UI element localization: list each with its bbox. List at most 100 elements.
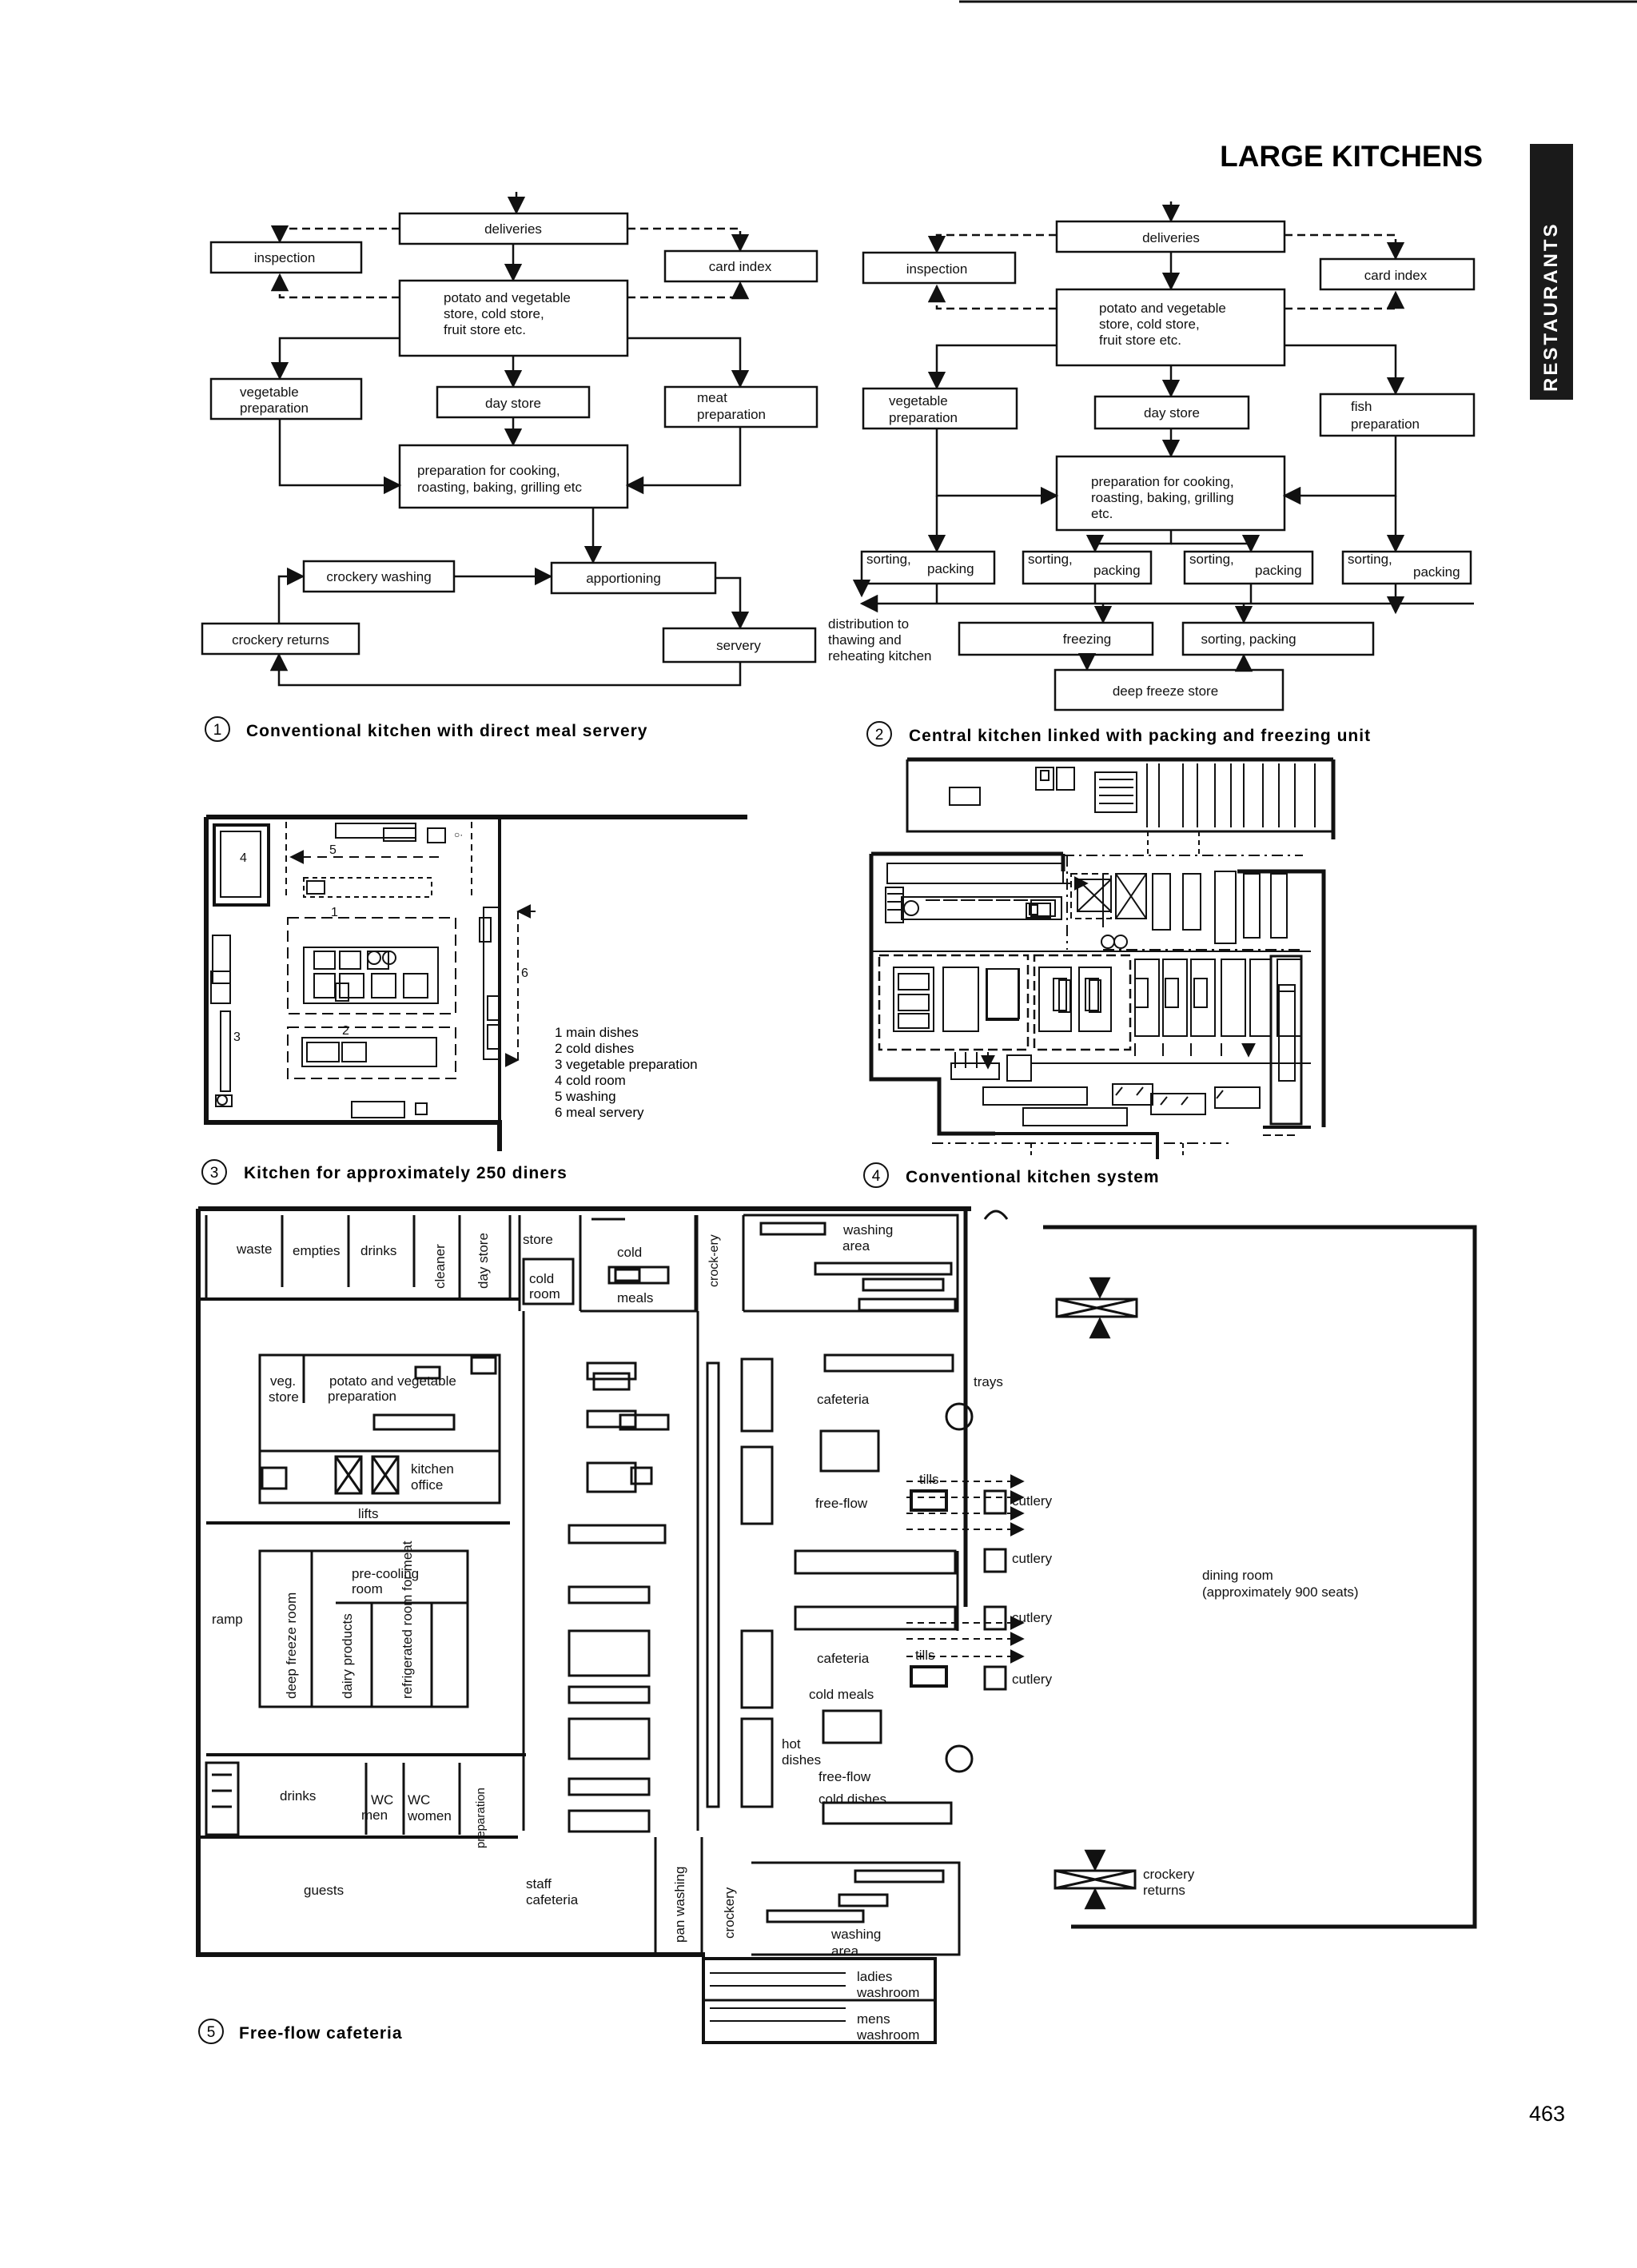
svg-text:reheating kitchen: reheating kitchen bbox=[828, 648, 931, 664]
box-prep-cooking bbox=[398, 444, 629, 509]
svg-text:deliveries: deliveries bbox=[484, 221, 542, 237]
svg-text:hot: hot bbox=[782, 1736, 801, 1752]
svg-text:Central kitchen linked with pa: Central kitchen linked with packing and … bbox=[909, 727, 1371, 745]
svg-text:preparation: preparation bbox=[697, 407, 766, 422]
svg-text:cold dishes: cold dishes bbox=[818, 1792, 886, 1807]
svg-text:1: 1 bbox=[213, 722, 222, 739]
svg-text:dining room: dining room bbox=[1202, 1568, 1273, 1583]
svg-text:Kitchen for approximately 250: Kitchen for approximately 250 diners bbox=[244, 1164, 568, 1182]
svg-text:(approximately 900 seats): (approximately 900 seats) bbox=[1202, 1584, 1359, 1600]
svg-text:day store: day store bbox=[476, 1233, 491, 1289]
svg-text:2: 2 bbox=[342, 1024, 349, 1038]
figure-5-caption: 5 Free-flow cafeteria bbox=[198, 2019, 403, 2044]
svg-text:dishes: dishes bbox=[782, 1752, 821, 1768]
svg-text:cold: cold bbox=[529, 1271, 554, 1286]
figure-3-legend: 1 main dishes 2 cold dishes 3 vegetable … bbox=[555, 1025, 698, 1120]
figure-1-caption: 1 Conventional kitchen with direct meal … bbox=[205, 716, 647, 742]
svg-text:servery: servery bbox=[716, 638, 761, 653]
figure-2-flowchart: deliveries inspection card index potato … bbox=[828, 201, 1476, 711]
svg-text:roasting, baking, grilling etc: roasting, baking, grilling etc bbox=[417, 480, 583, 495]
svg-text:roasting, baking, grilling: roasting, baking, grilling bbox=[1091, 490, 1234, 505]
svg-text:Free-flow cafeteria: Free-flow cafeteria bbox=[239, 2024, 403, 2043]
svg-text:packing: packing bbox=[1255, 563, 1302, 578]
svg-text:staff: staff bbox=[526, 1876, 552, 1891]
svg-text:5: 5 bbox=[207, 2024, 216, 2041]
svg-text:preparation: preparation bbox=[328, 1389, 396, 1404]
svg-text:vegetable: vegetable bbox=[889, 393, 948, 409]
svg-text:preparation for cooking,: preparation for cooking, bbox=[417, 463, 560, 478]
svg-text:men: men bbox=[361, 1808, 388, 1823]
svg-text:6: 6 bbox=[521, 967, 528, 980]
svg-text:washing: washing bbox=[842, 1222, 893, 1238]
svg-text:freezing: freezing bbox=[1063, 632, 1111, 647]
section-tab-label: RESTAURANTS bbox=[1540, 221, 1562, 392]
svg-text:empties: empties bbox=[293, 1243, 341, 1258]
svg-text:ladies: ladies bbox=[857, 1969, 892, 1984]
svg-text:kitchen: kitchen bbox=[411, 1461, 454, 1477]
svg-text:fish: fish bbox=[1351, 399, 1372, 414]
svg-text:lifts: lifts bbox=[358, 1506, 379, 1521]
svg-text:tills: tills bbox=[915, 1648, 935, 1663]
svg-text:drinks: drinks bbox=[360, 1243, 396, 1258]
svg-text:cafeteria: cafeteria bbox=[817, 1651, 870, 1666]
svg-text:deliveries: deliveries bbox=[1142, 230, 1200, 245]
figure-1-flowchart: deliveries inspection card index potato … bbox=[201, 192, 818, 687]
figure-4-floor-plan bbox=[869, 757, 1336, 1159]
svg-text:distribution to: distribution to bbox=[828, 616, 909, 632]
svg-text:preparation: preparation bbox=[889, 410, 958, 425]
svg-text:meals: meals bbox=[617, 1290, 653, 1305]
figure-5-floor-plan: waste empties drinks cleaner day store s… bbox=[196, 1206, 1477, 2044]
svg-text:guests: guests bbox=[304, 1883, 344, 1898]
svg-text:refrigerated room for meat: refrigerated room for meat bbox=[400, 1541, 415, 1699]
svg-text:WC: WC bbox=[408, 1792, 430, 1808]
svg-text:waste: waste bbox=[236, 1242, 272, 1257]
svg-text:3 vegetable preparation: 3 vegetable preparation bbox=[555, 1057, 698, 1072]
svg-text:pre-cooling: pre-cooling bbox=[352, 1566, 419, 1581]
svg-text:crockery: crockery bbox=[1143, 1867, 1195, 1882]
svg-text:day store: day store bbox=[1144, 405, 1200, 421]
svg-text:card index: card index bbox=[709, 259, 772, 274]
svg-text:deep freeze store: deep freeze store bbox=[1113, 684, 1218, 699]
svg-text:cold meals: cold meals bbox=[809, 1687, 874, 1702]
svg-text:cold: cold bbox=[617, 1245, 642, 1260]
svg-text:dairy products: dairy products bbox=[340, 1613, 355, 1699]
svg-text:deep freeze room: deep freeze room bbox=[284, 1592, 299, 1699]
svg-text:preparation: preparation bbox=[474, 1788, 488, 1848]
svg-text:cafeteria: cafeteria bbox=[526, 1892, 579, 1907]
svg-text:packing: packing bbox=[1093, 563, 1141, 578]
svg-text:Conventional kitchen system: Conventional kitchen system bbox=[906, 1168, 1160, 1186]
section-tab: RESTAURANTS bbox=[1530, 144, 1573, 400]
svg-text:○·: ○· bbox=[454, 829, 463, 840]
svg-text:packing: packing bbox=[1413, 564, 1460, 580]
svg-text:women: women bbox=[407, 1808, 452, 1824]
box-sorting-packing bbox=[1181, 621, 1375, 656]
svg-text:sorting,: sorting, bbox=[1189, 552, 1234, 567]
svg-text:5 washing: 5 washing bbox=[555, 1089, 616, 1104]
svg-text:cutlery: cutlery bbox=[1012, 1493, 1053, 1509]
svg-text:card index: card index bbox=[1364, 268, 1428, 283]
svg-text:4: 4 bbox=[240, 851, 247, 865]
svg-text:area: area bbox=[831, 1943, 859, 1959]
svg-text:room: room bbox=[529, 1286, 560, 1301]
svg-text:vegetable: vegetable bbox=[240, 385, 299, 400]
svg-text:potato and vegetable: potato and vegetable bbox=[329, 1373, 456, 1389]
svg-text:sorting,: sorting, bbox=[1028, 552, 1073, 567]
svg-text:pan washing: pan washing bbox=[672, 1867, 687, 1943]
svg-text:washroom: washroom bbox=[856, 2027, 919, 2043]
svg-text:fruit store etc.: fruit store etc. bbox=[1099, 333, 1181, 348]
svg-text:3: 3 bbox=[233, 1030, 241, 1044]
svg-text:1 main dishes: 1 main dishes bbox=[555, 1025, 639, 1040]
svg-text:store: store bbox=[269, 1389, 299, 1405]
svg-text:potato and vegetable: potato and vegetable bbox=[444, 290, 571, 305]
svg-text:crockery returns: crockery returns bbox=[232, 632, 329, 648]
svg-text:veg.: veg. bbox=[270, 1373, 296, 1389]
svg-text:sorting,: sorting, bbox=[1348, 552, 1392, 567]
box-vegetable-preparation bbox=[862, 387, 1018, 430]
svg-text:returns: returns bbox=[1143, 1883, 1185, 1898]
svg-text:store, cold store,: store, cold store, bbox=[1099, 317, 1200, 332]
page-title: LARGE KITCHENS bbox=[1220, 140, 1483, 173]
svg-text:2 cold dishes: 2 cold dishes bbox=[555, 1041, 634, 1056]
box-packing-1 bbox=[860, 550, 996, 585]
page-number: 463 bbox=[1529, 2102, 1565, 2126]
svg-text:meat: meat bbox=[697, 390, 727, 405]
